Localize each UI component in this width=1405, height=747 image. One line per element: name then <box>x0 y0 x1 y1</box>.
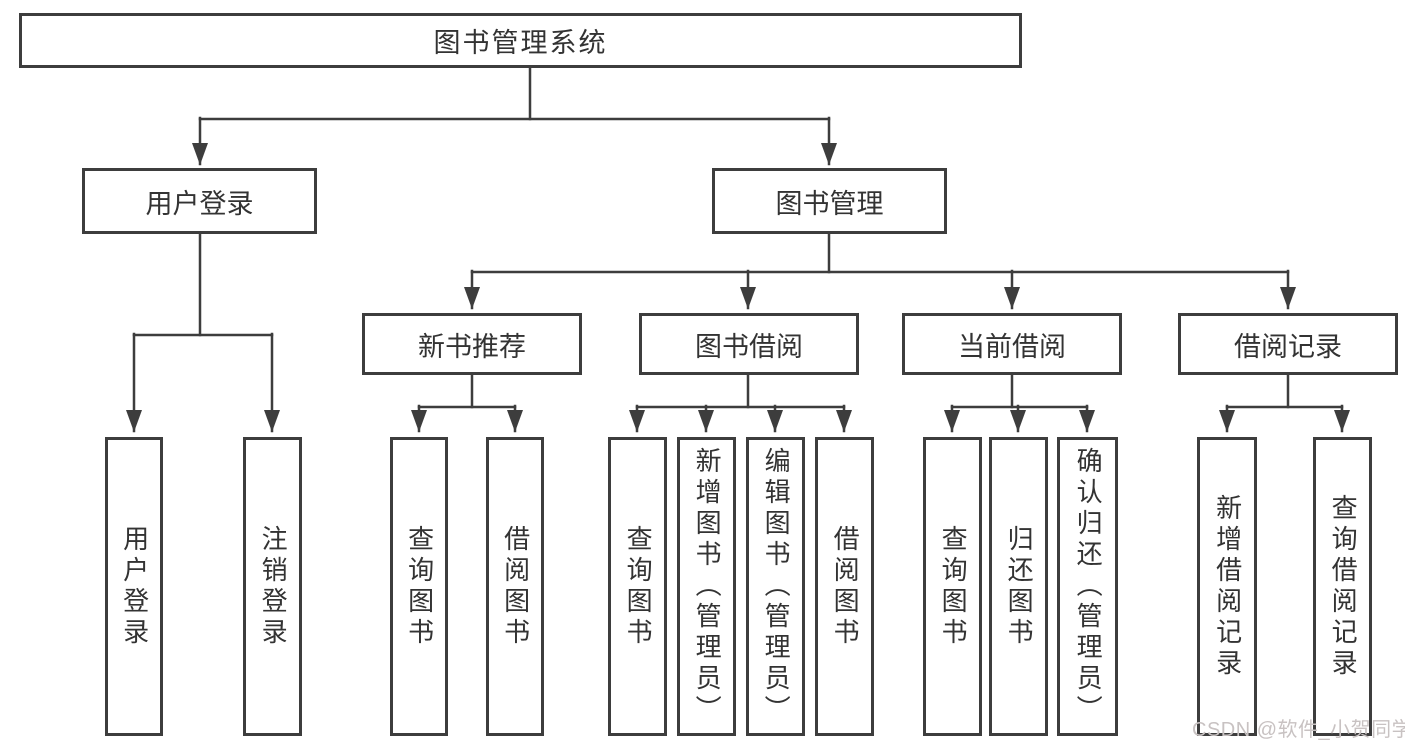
node-book-management-label: 图书管理 <box>775 188 884 219</box>
leaf-borrow-book-recommend: 借阅图书 <box>486 437 544 736</box>
node-current-borrow: 当前借阅 <box>902 313 1122 375</box>
node-borrow-record: 借阅记录 <box>1178 313 1398 375</box>
leaf-return-book: 归还图书 <box>989 437 1048 736</box>
node-user-login-label: 用户登录 <box>145 188 254 219</box>
node-current-borrow-label: 当前借阅 <box>958 331 1066 362</box>
node-user-login: 用户登录 <box>82 168 317 234</box>
leaf-add-book-admin: 新增图书（管理员） <box>677 437 736 736</box>
leaf-query-borrow-record: 查询借阅记录 <box>1313 437 1372 736</box>
node-new-book-recommend: 新书推荐 <box>362 313 582 375</box>
connector-borrow-record-to-leaves <box>1219 373 1350 433</box>
leaf-return-book-label: 归还图书 <box>1004 524 1035 649</box>
leaf-query-book-current: 查询图书 <box>923 437 982 736</box>
leaf-edit-book-admin: 编辑图书（管理员） <box>746 437 805 736</box>
leaf-borrow-book: 借阅图书 <box>815 437 874 736</box>
leaf-borrow-book-label: 借阅图书 <box>830 524 861 649</box>
node-root-label: 图书管理系统 <box>433 28 608 58</box>
leaf-query-book-current-label: 查询图书 <box>938 524 969 649</box>
leaf-user-login-label: 用户登录 <box>119 524 150 649</box>
leaf-add-book-admin-label: 新增图书（管理员） <box>692 447 723 726</box>
node-new-book-recommend-label: 新书推荐 <box>418 331 526 362</box>
leaf-add-borrow-record: 新增借阅记录 <box>1197 437 1257 736</box>
connector-user-login-to-leaves <box>126 232 280 433</box>
leaf-query-book-recommend-label: 查询图书 <box>404 524 435 649</box>
leaf-user-login: 用户登录 <box>105 437 163 736</box>
csdn-watermark: CSDN @软件_小贺同学 <box>1192 719 1405 741</box>
leaf-query-book-recommend: 查询图书 <box>390 437 448 736</box>
node-root-library-system: 图书管理系统 <box>19 13 1022 68</box>
connector-book-borrow-to-leaves <box>629 373 852 433</box>
node-borrow-record-label: 借阅记录 <box>1234 331 1342 362</box>
leaf-logout: 注销登录 <box>243 437 302 736</box>
node-book-borrow-label: 图书借阅 <box>695 331 803 362</box>
connector-root-to-level2 <box>192 66 837 166</box>
leaf-query-book-borrow-label: 查询图书 <box>623 524 654 649</box>
leaf-query-book-borrow: 查询图书 <box>608 437 667 736</box>
node-book-borrow: 图书借阅 <box>639 313 859 375</box>
leaf-logout-label: 注销登录 <box>258 524 289 649</box>
leaf-add-borrow-record-label: 新增借阅记录 <box>1212 493 1243 680</box>
leaf-confirm-return-admin-label: 确认归还（管理员） <box>1073 447 1104 726</box>
leaf-edit-book-admin-label: 编辑图书（管理员） <box>761 447 792 726</box>
leaf-borrow-book-recommend-label: 借阅图书 <box>500 524 531 649</box>
connector-new-book-recommend-to-leaves <box>411 373 523 433</box>
connector-current-borrow-to-leaves <box>944 373 1095 433</box>
leaf-confirm-return-admin: 确认归还（管理员） <box>1057 437 1118 736</box>
leaf-query-borrow-record-label: 查询借阅记录 <box>1328 493 1359 680</box>
connector-book-management-to-level3 <box>464 232 1296 310</box>
node-book-management: 图书管理 <box>712 168 947 234</box>
